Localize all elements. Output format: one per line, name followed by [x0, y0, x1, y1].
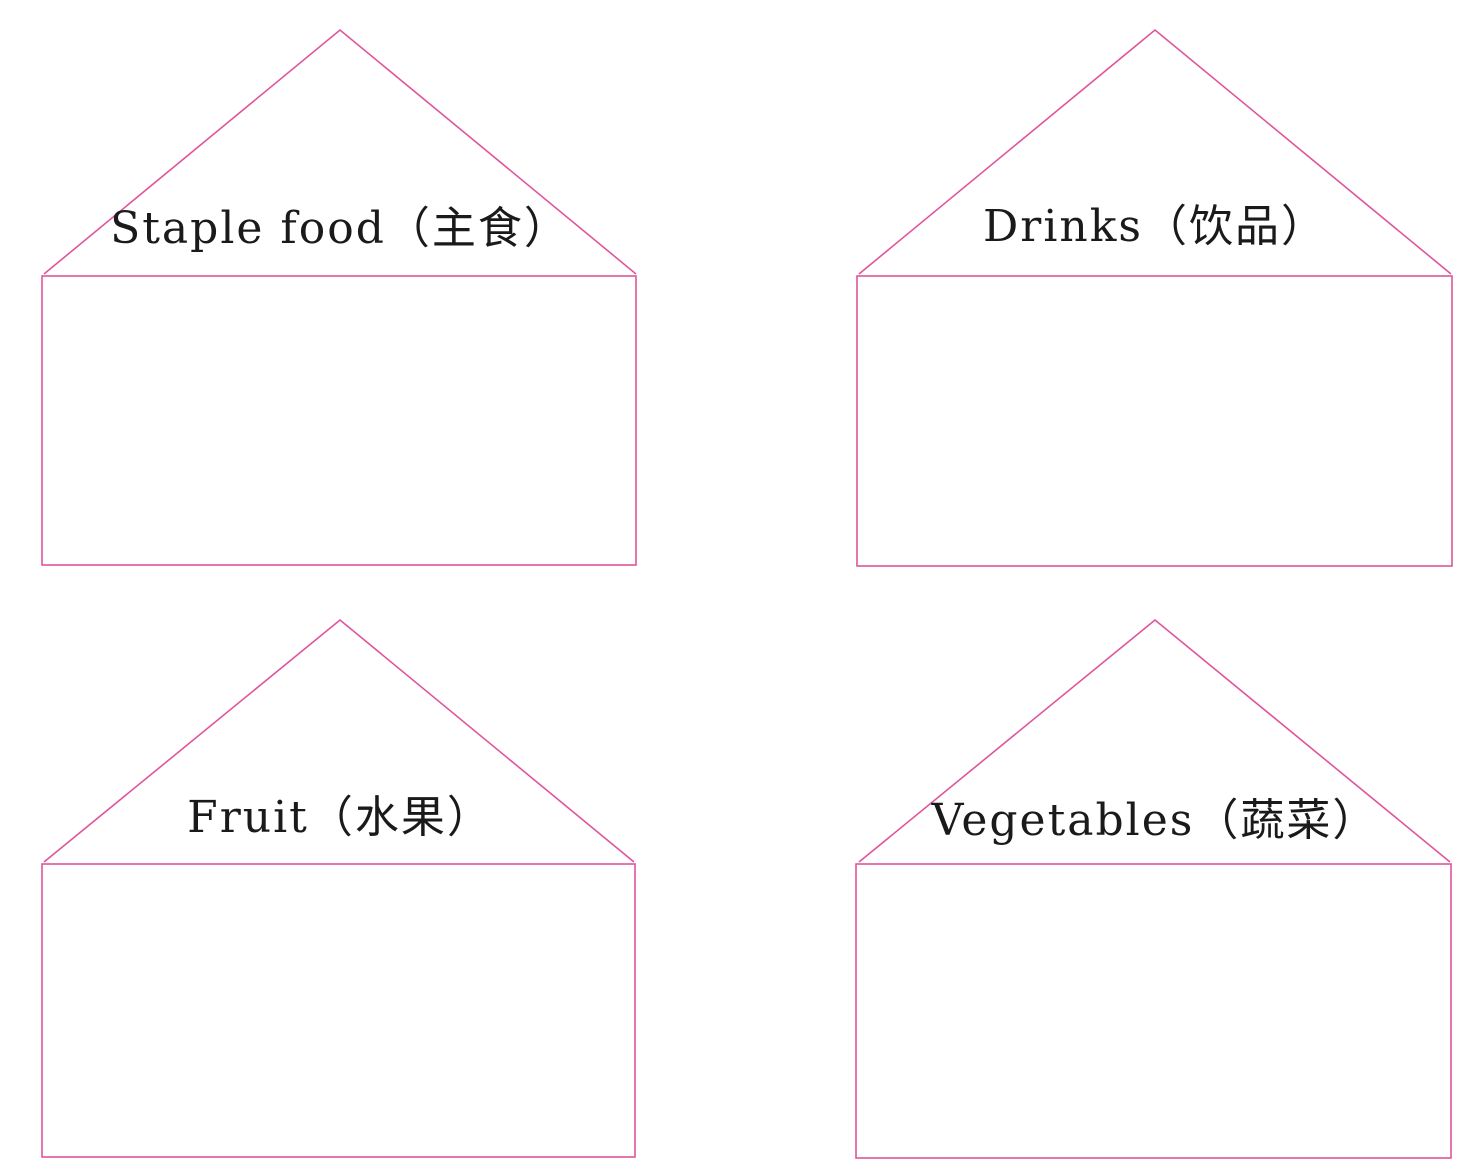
house-roof	[858, 618, 1451, 863]
house-roof	[43, 618, 635, 863]
house-body[interactable]	[856, 275, 1453, 567]
house-label: Vegetables（蔬菜）	[931, 795, 1379, 846]
house-fruit: Fruit（水果）	[41, 618, 636, 1158]
house-roof	[858, 28, 1452, 275]
house-label: Staple food（主食）	[110, 203, 570, 254]
house-vegetables: Vegetables（蔬菜）	[855, 618, 1452, 1159]
house-body[interactable]	[855, 863, 1452, 1159]
house-roof	[43, 28, 637, 275]
house-staple-food: Staple food（主食）	[41, 28, 637, 566]
house-drinks: Drinks（饮品）	[856, 28, 1453, 567]
house-label: Fruit（水果）	[187, 792, 493, 843]
house-body[interactable]	[41, 863, 636, 1158]
house-body[interactable]	[41, 275, 637, 566]
house-label: Drinks（饮品）	[983, 201, 1327, 252]
